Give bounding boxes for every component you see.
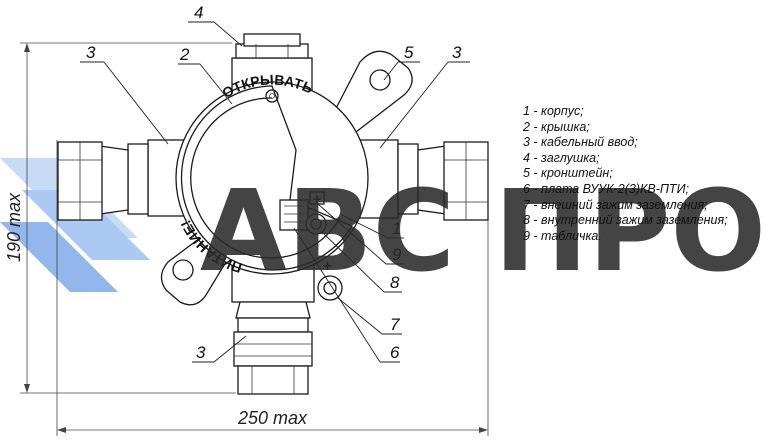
- callout-5: 5: [404, 43, 414, 62]
- parts-legend: 1 - корпус; 2 - крышка; 3 - кабельный вв…: [523, 104, 763, 244]
- legend-item: 2 - крышка;: [523, 119, 590, 134]
- internal-ground-terminal: +: [305, 191, 327, 235]
- leader-lines: [80, 21, 470, 363]
- height-dimension-label: 190 max: [4, 192, 24, 262]
- callout-9: 9: [392, 245, 402, 264]
- width-dimension-label: 250 max: [237, 408, 308, 428]
- callout-4: 4: [194, 3, 203, 22]
- callout-7: 7: [390, 315, 400, 334]
- left-cable-gland: [57, 139, 187, 221]
- callout-2: 2: [179, 45, 190, 64]
- callout-3-bottom: 3: [196, 343, 206, 362]
- legend-item: 8 - внутренний зажим заземления;: [523, 213, 728, 228]
- legend-item: 7 - внешний зажим заземления;: [523, 197, 708, 212]
- legend-item: 1 - корпус;: [523, 104, 584, 118]
- legend-item: 9 - табличка.: [523, 228, 602, 243]
- legend-item: 5 - кронштейн;: [523, 166, 613, 181]
- callout-3-left: 3: [86, 43, 96, 62]
- legend-item: 4 - заглушка;: [523, 150, 600, 165]
- height-dimension: [20, 42, 236, 394]
- callout-8: 8: [390, 273, 400, 292]
- callout-3-right: 3: [452, 43, 462, 62]
- callout-6: 6: [390, 343, 400, 362]
- legend-item: 3 - кабельный ввод;: [523, 135, 638, 150]
- svg-text:+: +: [312, 192, 322, 206]
- svg-text:+: +: [322, 259, 333, 274]
- inner-board: [279, 199, 309, 231]
- bracket-top-right: [329, 50, 413, 133]
- callout-1: 1: [392, 219, 401, 238]
- legend-item: 6 - плата ВУУК-2(3)КВ-ПТИ;: [523, 181, 689, 196]
- watermark-text: ABC ПРО: [200, 167, 766, 297]
